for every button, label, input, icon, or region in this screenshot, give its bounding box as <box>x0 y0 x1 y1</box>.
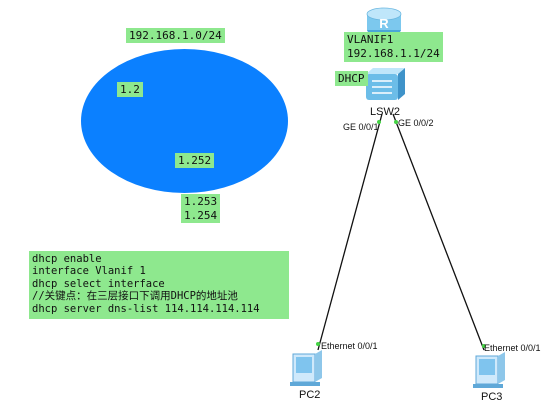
router-interface-note: VLANIF1 192.168.1.1/24 <box>344 32 443 62</box>
pool-network-label: 192.168.1.0/24 <box>126 28 225 43</box>
pc3-name: PC3 <box>481 391 503 403</box>
link-lsw2-pc2 <box>317 113 383 351</box>
pool-address-label: 1.254 <box>181 208 221 223</box>
switch-port-left: GE 0/0/1 <box>343 122 379 132</box>
config-line: dhcp select interface <box>32 277 165 290</box>
address-pool-ellipse <box>81 49 288 193</box>
pc-icon[interactable] <box>290 350 322 386</box>
pc2-name: PC2 <box>299 389 321 401</box>
l3-switch-icon[interactable] <box>366 68 405 100</box>
config-line: dhcp server dns-list 114.114.114.114 <box>32 302 260 315</box>
pool-address-label: 1.2 <box>117 82 143 97</box>
port-dot <box>482 344 486 348</box>
port-dot <box>394 120 398 124</box>
router-interface-ip: 192.168.1.1/24 <box>347 47 440 60</box>
pc2-port-label: Ethernet 0/0/1 <box>321 341 378 351</box>
port-dot <box>377 120 381 124</box>
link-lsw2-pc3 <box>392 113 485 351</box>
router-interface-name: VLANIF1 <box>347 33 394 46</box>
switch-port-right: GE 0/0/2 <box>398 118 434 128</box>
switch-role-tag: DHCP <box>335 71 368 86</box>
config-line: interface Vlanif 1 <box>32 265 146 278</box>
switch-name: LSW2 <box>370 106 400 118</box>
pc3-port-label: Ethernet 0/0/1 <box>484 343 541 353</box>
router-glyph: R <box>379 16 389 31</box>
dhcp-config-note: dhcp enable interface Vlanif 1 dhcp sele… <box>29 251 289 319</box>
port-dot <box>316 342 320 346</box>
pool-address-label: 1.253 <box>181 194 221 209</box>
pc-icon[interactable] <box>473 352 505 388</box>
pool-address-label: 1.252 <box>175 153 215 168</box>
config-line: dhcp enable <box>32 253 102 265</box>
config-line: //关键点：在三层接口下调用DHCP的地址池 <box>32 290 238 303</box>
